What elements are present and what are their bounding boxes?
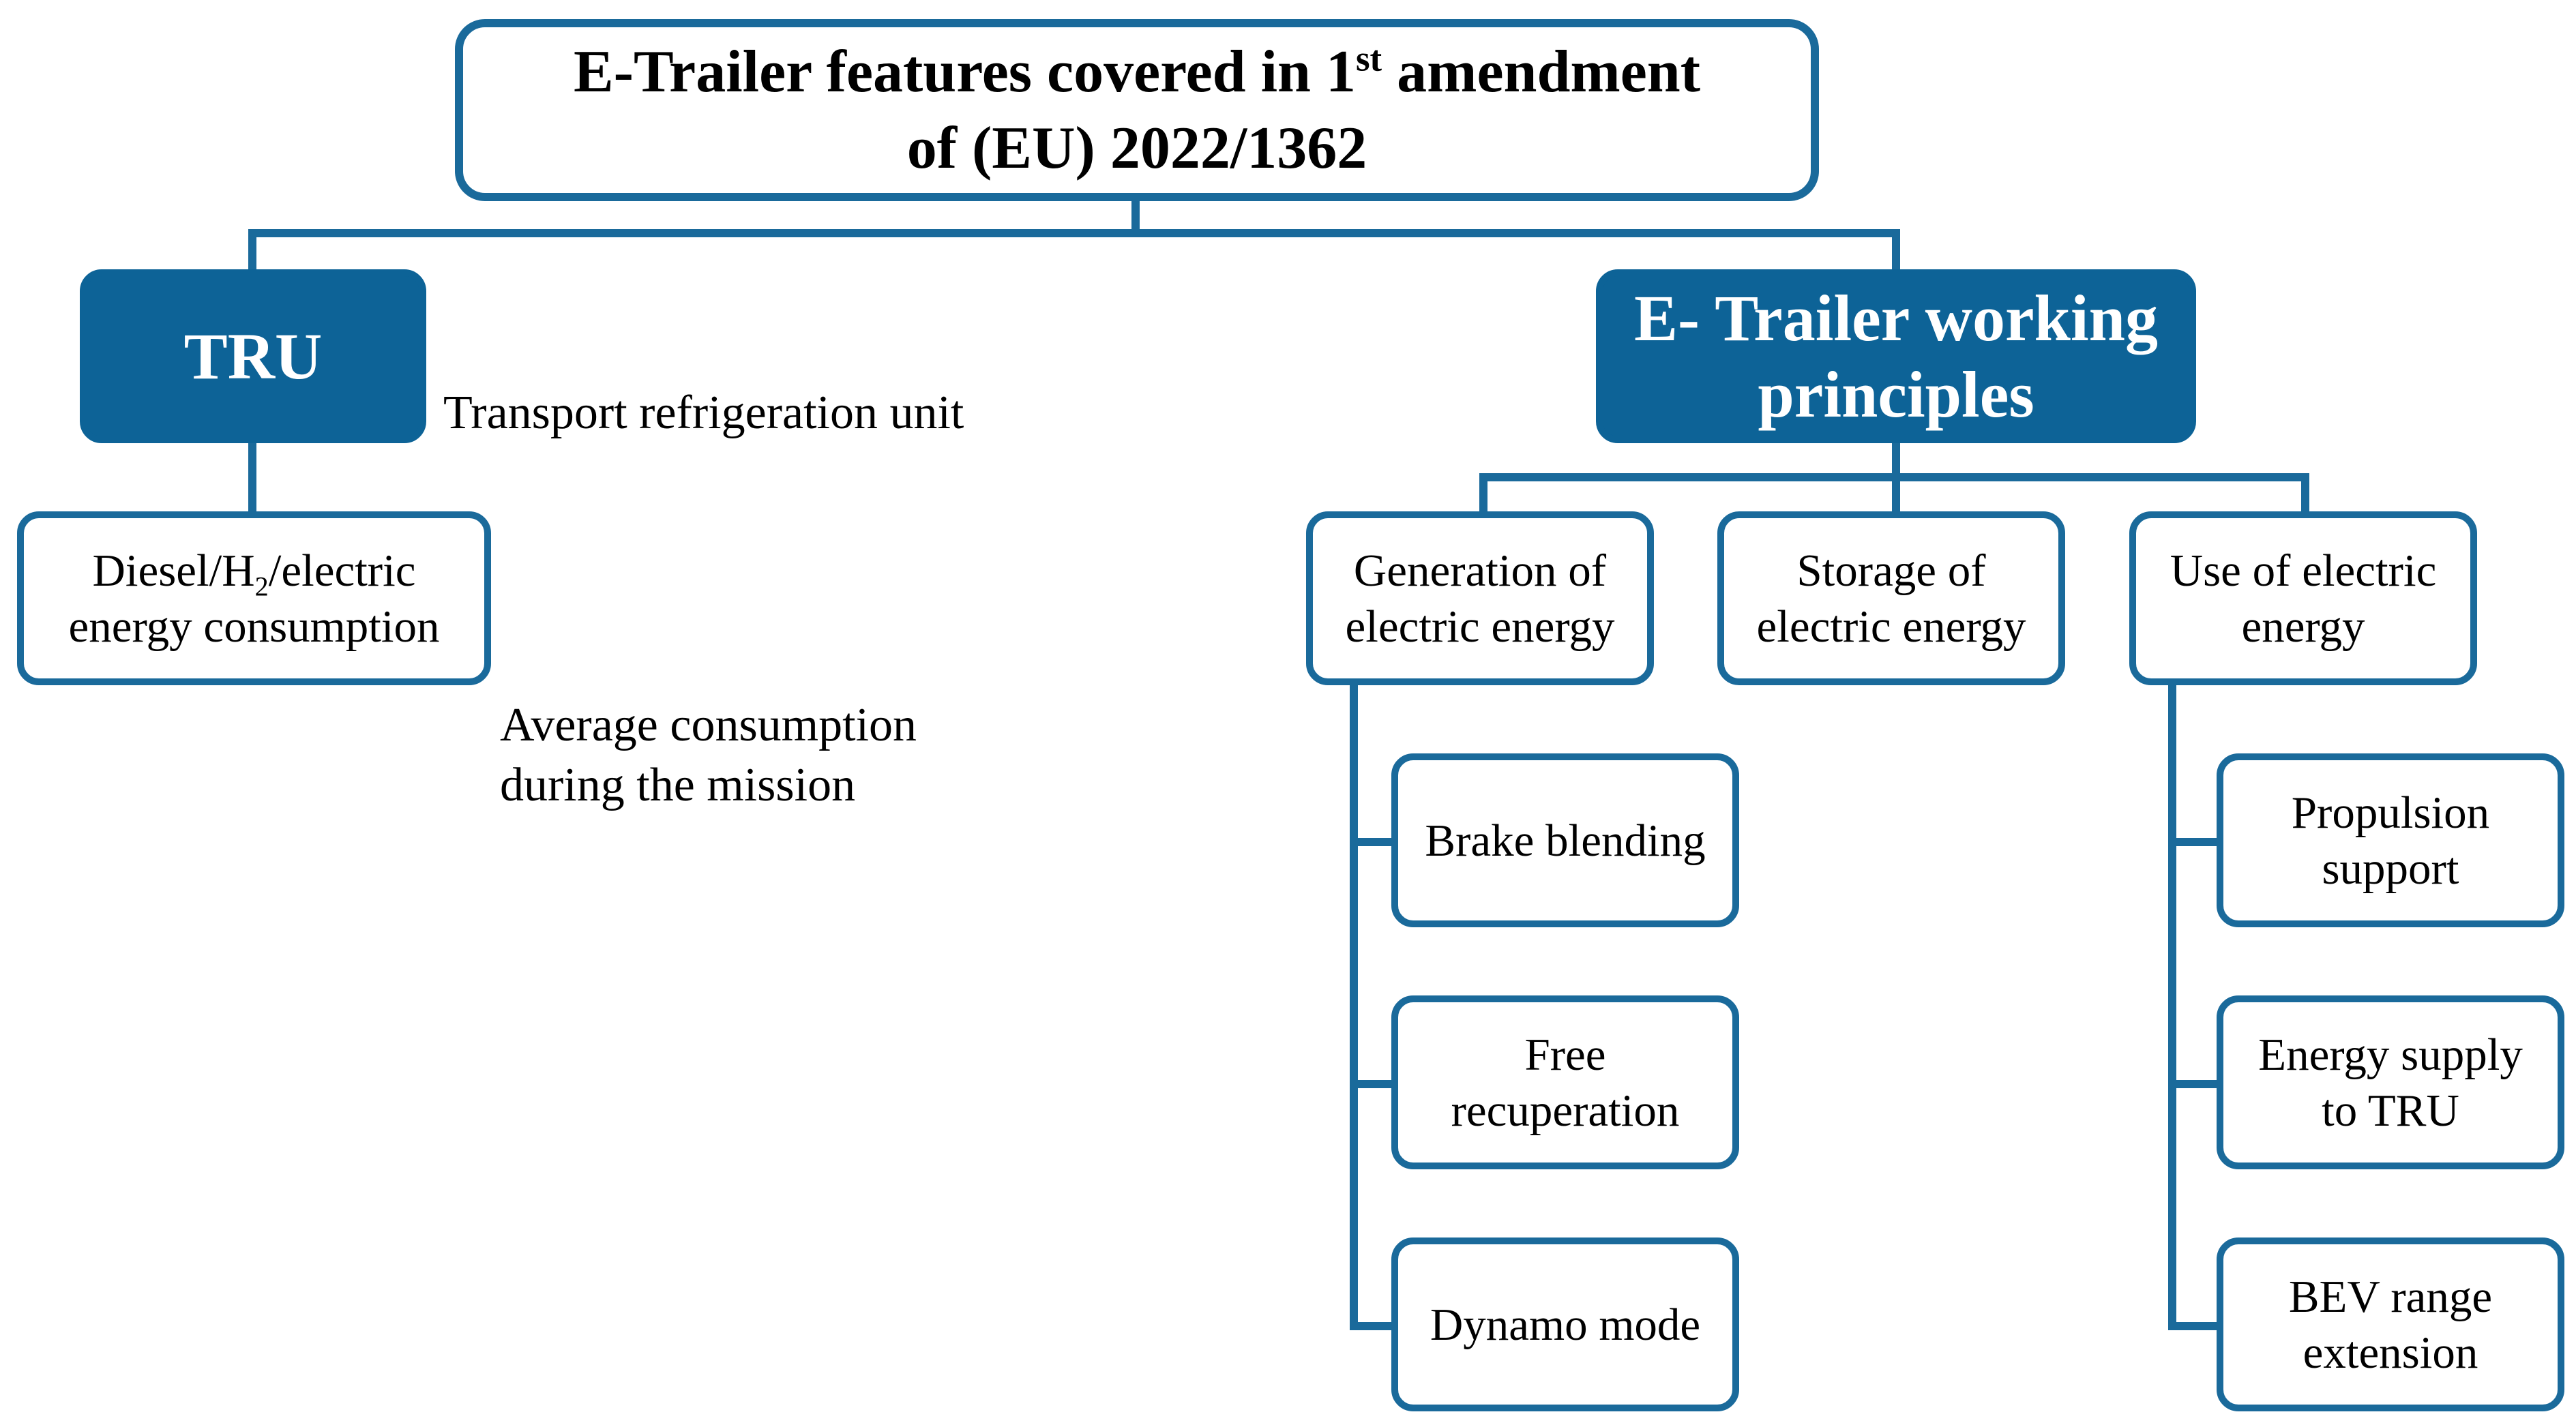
tru-child-subscript: 2 bbox=[254, 570, 269, 601]
root-title-superscript: st bbox=[1356, 39, 1382, 79]
tru-child-label: Diesel/H2/electric energy consumption bbox=[69, 543, 440, 655]
tru-note: Transport refrigeration unit bbox=[443, 387, 964, 439]
use-label: Use of electric energy bbox=[2170, 545, 2437, 652]
use-connector bbox=[2168, 681, 2224, 1330]
storage-box: Storage of electric energy bbox=[1717, 511, 2065, 685]
tru-box: TRU bbox=[80, 269, 426, 443]
tru-label: TRU bbox=[183, 319, 323, 393]
use-box: Use of electric energy bbox=[2129, 511, 2477, 685]
root-title-text: E-Trailer features covered in 1 bbox=[573, 38, 1356, 105]
generation-child-label: Dynamo mode bbox=[1430, 1299, 1701, 1350]
tru-child-text: Diesel/H bbox=[92, 545, 255, 596]
principles-connector bbox=[1479, 439, 2309, 515]
generation-child-box: Dynamo mode bbox=[1391, 1238, 1739, 1411]
tru-child-note: Average consumption during the mission bbox=[500, 699, 917, 811]
use-child-label: Propulsion support bbox=[2291, 787, 2490, 894]
use-child-label: BEV range extension bbox=[2288, 1271, 2493, 1378]
generation-label: Generation of electric energy bbox=[1345, 545, 1615, 652]
generation-child-label: Brake blending bbox=[1425, 815, 1706, 866]
root-title: E-Trailer features covered in 1st amendm… bbox=[574, 34, 1700, 187]
tru-child-line2: energy consumption bbox=[68, 601, 440, 652]
generation-connector bbox=[1350, 681, 1399, 1330]
root-title-line2: of (EU) 2022/1362 bbox=[906, 115, 1367, 181]
storage-label: Storage of electric energy bbox=[1756, 545, 2026, 652]
principles-label: E- Trailer working principles bbox=[1634, 281, 2158, 431]
use-child-label: Energy supply to TRU bbox=[2258, 1029, 2523, 1136]
tru-child-box: Diesel/H2/electric energy consumption bbox=[17, 511, 491, 685]
root-title-box: E-Trailer features covered in 1st amendm… bbox=[455, 19, 1819, 201]
generation-box: Generation of electric energy bbox=[1306, 511, 1654, 685]
tru-child-text-end: /electric bbox=[268, 545, 416, 596]
use-child-box: BEV range extension bbox=[2217, 1238, 2564, 1411]
use-child-box: Propulsion support bbox=[2217, 753, 2564, 927]
principles-box: E- Trailer working principles bbox=[1596, 269, 2196, 443]
root-title-text-end: amendment bbox=[1382, 38, 1700, 105]
generation-child-box: Brake blending bbox=[1391, 753, 1739, 927]
generation-child-box: Free recuperation bbox=[1391, 995, 1739, 1169]
use-child-box: Energy supply to TRU bbox=[2217, 995, 2564, 1169]
generation-child-label: Free recuperation bbox=[1451, 1029, 1680, 1136]
root-connector bbox=[248, 197, 1900, 273]
